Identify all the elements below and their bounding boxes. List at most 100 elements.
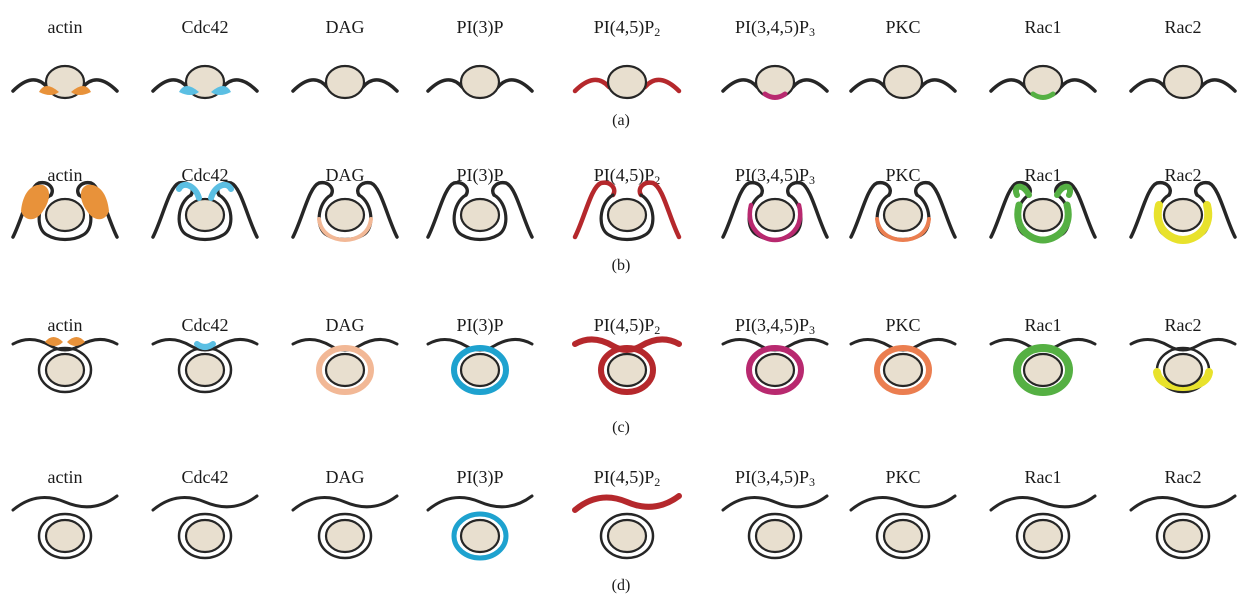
plasma-membrane <box>291 494 399 512</box>
rac1-tip <box>1013 183 1032 198</box>
phagosome-highlight <box>746 345 804 395</box>
cup-highlight <box>747 202 803 243</box>
actin-patch <box>39 86 59 95</box>
molecule-label: DAG <box>326 467 365 487</box>
molecule-label: Rac1 <box>1025 467 1062 487</box>
plasma-membrane <box>151 494 259 512</box>
cell-pi-3-4-5-p-b: PI(3,4,5)P3 <box>721 165 829 243</box>
cdc42-patch <box>194 341 216 350</box>
cell-rac2-d: Rac2 <box>1129 467 1237 560</box>
molecule-label: DAG <box>326 165 365 185</box>
molecule-label: PI(4,5)P2 <box>594 165 661 187</box>
panel-label: (d) <box>612 577 631 594</box>
molecule-label: Rac1 <box>1025 315 1062 335</box>
particle <box>459 518 501 554</box>
phagosome-membrane <box>599 512 655 560</box>
phagocytic-cup <box>37 193 93 242</box>
particle <box>44 518 86 554</box>
membrane-arm-left <box>426 180 469 239</box>
phagocytic-cup <box>177 193 233 242</box>
cell-dag-d: DAG <box>291 467 399 560</box>
phagosome-membrane <box>177 512 233 560</box>
cell-rac1-c: Rac1 <box>989 315 1097 396</box>
cell-pi-4-5-p-d: PI(4,5)P2 <box>572 467 682 560</box>
plasma-membrane <box>989 494 1097 512</box>
plasma-membrane <box>721 494 829 512</box>
cup-base-highlight <box>317 217 373 242</box>
particle <box>1022 197 1064 233</box>
membrane-arm-left <box>1129 180 1172 239</box>
plasma-membrane <box>11 338 119 352</box>
phagosome-highlight <box>316 345 374 395</box>
cell-rac1-b: Rac1 <box>989 165 1097 244</box>
membrane-highlight <box>762 91 788 100</box>
cell-pi-3-4-5-p-c: PI(3,4,5)P3 <box>721 315 829 395</box>
cell-pi-3-p-d: PI(3)P <box>426 467 534 561</box>
phagocytic-cup <box>599 193 655 242</box>
cell-rac2-c: Rac2 <box>1129 315 1237 394</box>
cell-pi-3-p-b: PI(3)P <box>426 165 534 242</box>
membrane-arm-right <box>914 180 957 239</box>
molecule-label: PI(4,5)P2 <box>594 315 661 337</box>
particle <box>754 197 796 233</box>
molecule-label: PI(4,5)P2 <box>594 17 661 39</box>
membrane-arm-left <box>989 180 1032 239</box>
particle <box>459 64 501 100</box>
phagosome-membrane <box>1155 512 1211 560</box>
membrane-arm-right <box>356 180 399 239</box>
cell-pi-3-4-5-p-a: PI(3,4,5)P3 <box>721 17 829 100</box>
particle <box>754 518 796 554</box>
particle <box>459 197 501 233</box>
particle <box>324 518 366 554</box>
particle <box>459 352 501 388</box>
cell-pi-3-4-5-p-d: PI(3,4,5)P3 <box>721 467 829 560</box>
phagosome-membrane <box>317 512 373 560</box>
cell-pi-4-5-p-c: PI(4,5)P2 <box>572 315 682 395</box>
molecule-label: PKC <box>885 467 920 487</box>
molecule-label: Rac1 <box>1025 17 1062 37</box>
membrane-arm-left <box>721 180 764 239</box>
phagosome-membrane <box>1015 512 1071 560</box>
molecule-label: PI(3,4,5)P3 <box>735 17 815 39</box>
cell-pi-4-5-p-b: PI(4,5)P2 <box>572 165 682 242</box>
cdc42-patch <box>179 86 199 95</box>
particle <box>1162 518 1204 554</box>
particle <box>324 197 366 233</box>
plasma-membrane <box>11 494 119 512</box>
cell-rac2-a: Rac2 <box>1129 17 1237 100</box>
cell-dag-b: DAG <box>291 165 399 242</box>
particle <box>44 197 86 233</box>
actin-patch <box>67 337 85 346</box>
particle <box>882 197 924 233</box>
panel-label: (a) <box>612 112 630 129</box>
cell-pkc-c: PKC <box>849 315 957 395</box>
phagocytic-cup <box>452 193 508 242</box>
molecule-label: PI(3)P <box>456 17 503 38</box>
membrane-arm-left <box>11 180 54 239</box>
molecule-label: DAG <box>326 315 365 335</box>
membrane-highlight <box>572 493 682 513</box>
membrane-arm-right <box>786 180 829 239</box>
molecule-label: PI(4,5)P2 <box>594 467 661 489</box>
phagosome-membrane <box>875 512 931 560</box>
particle <box>754 64 796 100</box>
panel-label: (b) <box>612 257 631 274</box>
molecule-label: actin <box>48 17 83 37</box>
molecule-label: Cdc42 <box>182 165 229 185</box>
particle <box>882 352 924 388</box>
cell-pi-3-p-a: PI(3)P <box>426 17 534 100</box>
particle <box>184 352 226 388</box>
phagosome-highlight <box>874 345 932 395</box>
particle <box>1022 518 1064 554</box>
molecule-label: PI(3,4,5)P3 <box>735 315 815 337</box>
phagosome-membrane <box>37 512 93 560</box>
molecule-label: PKC <box>885 17 920 37</box>
cell-actin-b: actin <box>11 165 119 242</box>
particle <box>882 518 924 554</box>
molecule-label: PI(3)P <box>456 467 503 488</box>
molecule-label: Rac1 <box>1025 165 1062 185</box>
cell-rac1-d: Rac1 <box>989 467 1097 560</box>
